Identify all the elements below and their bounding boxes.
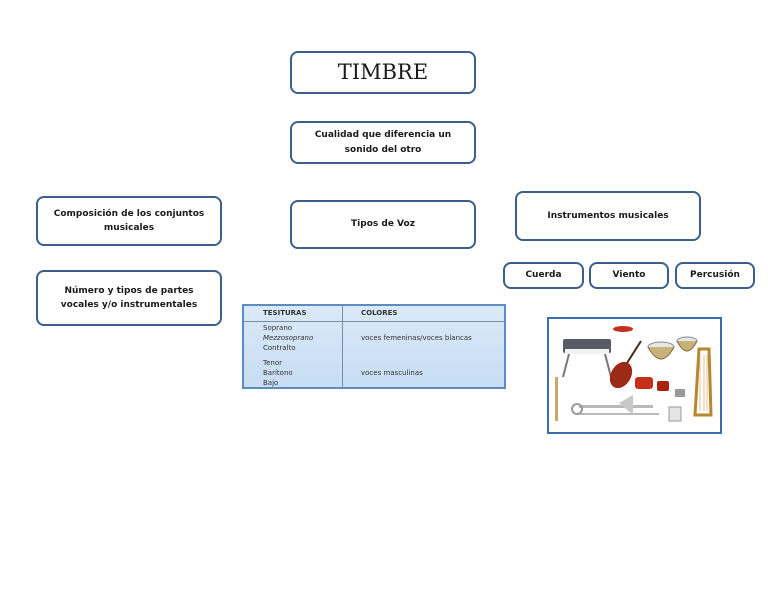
timpani-icon — [647, 336, 698, 360]
voice-types-box: Tipos de Voz — [290, 200, 476, 249]
percusion-text: Percusión — [690, 270, 740, 281]
cuerda-text: Cuerda — [525, 270, 562, 281]
title-box: TIMBRE — [290, 51, 476, 94]
flute-icon — [555, 377, 558, 421]
parts-text: Número y tipos de partes vocales y/o ins… — [60, 285, 198, 310]
instruments-image — [547, 317, 722, 434]
parts-box: Número y tipos de partes vocales y/o ins… — [36, 270, 222, 326]
quality-box: Cualidad que diferencia un sonido del ot… — [290, 121, 476, 164]
table-divider — [342, 306, 343, 387]
header-colores: COLORES — [361, 309, 398, 317]
instruments-box: Instrumentos musicales — [515, 191, 701, 241]
trombone-icon — [571, 395, 659, 415]
voice-bajo: Bajo — [263, 379, 279, 387]
composition-text: Composición de los conjuntos musicales — [53, 208, 205, 233]
female-color: voces femeninas/voces blancas — [361, 334, 472, 342]
violin-icon — [609, 340, 642, 389]
title-text: TIMBRE — [337, 59, 429, 84]
voice-types-text: Tipos de Voz — [351, 219, 415, 230]
voice-soprano: Soprano — [263, 324, 293, 332]
harp-icon — [693, 347, 713, 417]
viento-box: Viento — [589, 262, 669, 289]
quality-text: Cualidad que diferencia un sonido del ot… — [314, 130, 452, 155]
cuerda-box: Cuerda — [503, 262, 584, 289]
voice-baritono: Barítono — [263, 369, 293, 377]
composition-box: Composición de los conjuntos musicales — [36, 196, 222, 246]
percusion-box: Percusión — [675, 262, 755, 289]
drum-icon — [613, 326, 685, 397]
instruments-illustration — [555, 326, 713, 422]
viento-text: Viento — [612, 270, 646, 281]
voice-mezzosoprano: Mezzosoprano — [263, 334, 314, 342]
voice-table-header: TESITURAS COLORES — [244, 306, 504, 322]
voice-contralto: Contralto — [263, 344, 296, 352]
instruments-text: Instrumentos musicales — [547, 210, 669, 221]
header-tesituras: TESITURAS — [263, 309, 307, 317]
voice-table: TESITURAS COLORES Soprano Mezzosoprano C… — [242, 304, 506, 389]
male-color: voces masculinas — [361, 369, 423, 377]
piano-icon — [562, 339, 612, 378]
voice-tenor: Tenor — [263, 359, 282, 367]
